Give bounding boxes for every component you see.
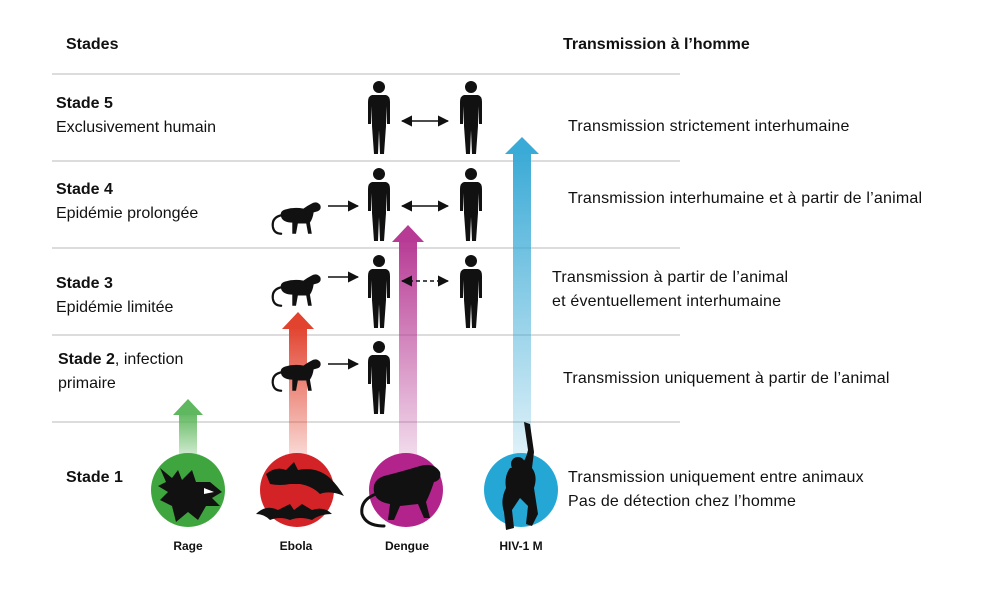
stage-1-transmission-line1: Transmission uniquement entre animaux [568,469,864,486]
monkey-icon [360,464,441,528]
ebola-virus-circle [256,453,344,527]
human-icon [368,168,390,241]
bat-icon [256,462,344,520]
virus-label-rage: Rage [173,539,203,553]
chimpanzee-icon [502,422,538,530]
stage-5-transmission: Transmission strictement interhumaine [568,118,850,135]
stage-4-transmission: Transmission interhumaine et à partir de… [568,190,923,207]
human-icon [368,81,390,154]
stage-3-subtitle: Epidémie limitée [56,299,174,316]
human-icon [368,341,390,414]
stage-2-label: Stade 2, infection primaire [58,348,183,396]
transmission-header: Transmission à l’homme [563,36,750,53]
stage-2-title-suffix: , infection [114,351,184,368]
stage-1-transmission-line2: Pas de détection chez l’homme [568,493,797,510]
stage-2-subtitle: primaire [58,375,116,392]
wolf-icon [158,468,222,522]
rage-virus-circle [151,453,225,527]
stage-2-transmission: Transmission uniquement à partir de l’an… [563,370,890,387]
monkey-icon [271,201,322,235]
ebola-progression-arrow [282,312,314,464]
human-icon [460,81,482,154]
stage-separators [52,73,680,423]
virus-label-ebola: Ebola [280,539,313,553]
human-icon [460,255,482,328]
stage-3-transmission-line1: Transmission à partir de l’animal [552,269,789,286]
stage-5-title: Stade 5 [56,95,113,112]
stage-3-title: Stade 3 [56,275,113,292]
stage-4-title: Stade 4 [56,181,113,198]
stage-3-transmission-line2: et éventuellement interhumaine [552,293,782,310]
stage-5-subtitle: Exclusivement humain [56,119,217,136]
rage-progression-arrow [173,399,203,464]
stages-header: Stades [66,36,119,53]
stage-1-label: Stade 1 [66,466,123,490]
dengue-virus-circle [360,453,443,528]
stage-4-label: Stade 4 Epidémie prolongée [56,178,198,226]
virus-label-hiv: HIV-1 M [499,539,542,553]
stage-2-title: Stade 2 [58,351,115,368]
stage-4-subtitle: Epidémie prolongée [56,205,199,222]
stage-3-label: Stade 3 Epidémie limitée [56,272,173,320]
monkey-icon [271,273,322,307]
hiv-virus-circle [484,422,558,530]
human-icon [460,168,482,241]
hiv-progression-arrow [505,137,539,460]
stage-1-title: Stade 1 [66,469,123,486]
dengue-progression-arrow [392,225,424,464]
stage-5-label: Stade 5 Exclusivement humain [56,92,216,140]
human-icon [368,255,390,328]
virus-label-dengue: Dengue [385,539,429,553]
